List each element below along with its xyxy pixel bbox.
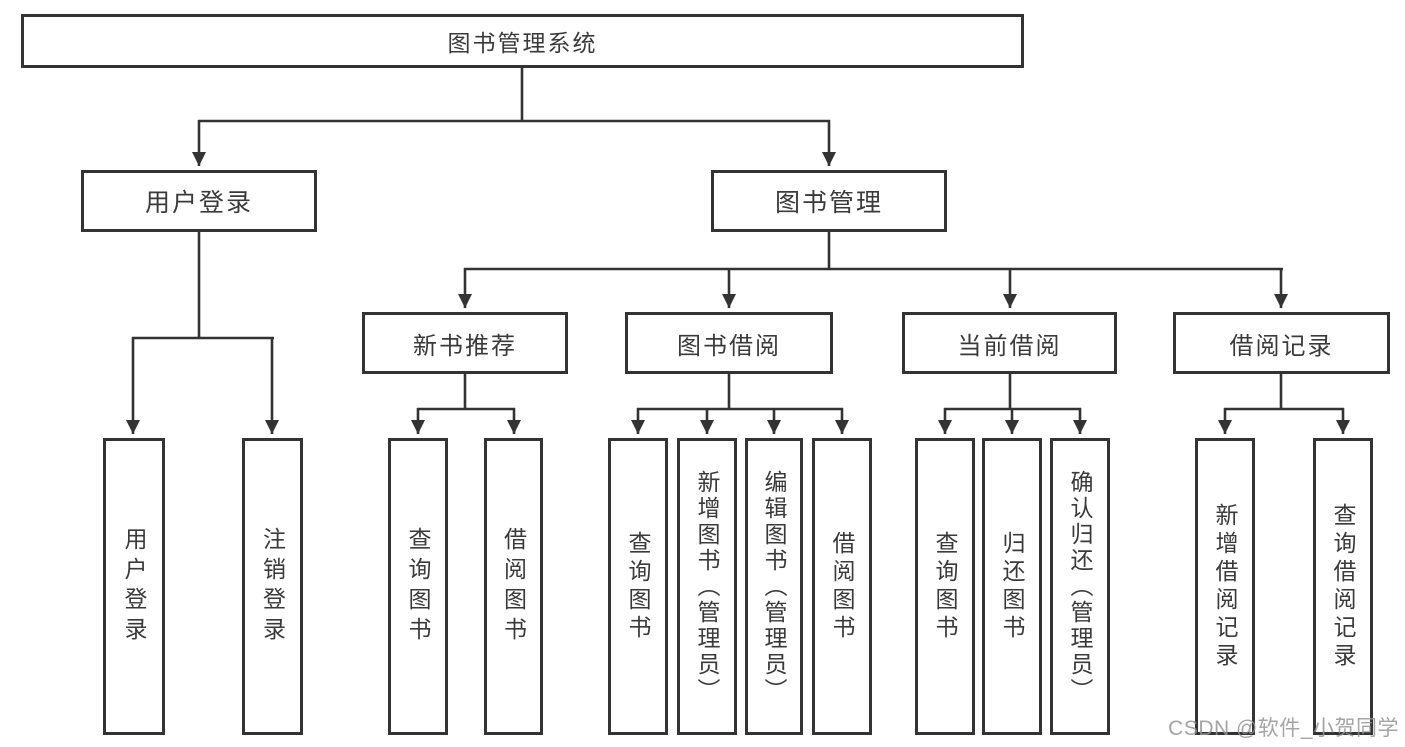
leaf-record-query-borrow-record: 查询借阅记录 <box>1313 438 1373 735</box>
node-book-borrow: 图书借阅 <box>625 312 833 374</box>
node-current-borrow: 当前借阅 <box>902 312 1117 374</box>
leaf-user-login: 用户登录 <box>103 438 165 735</box>
leaf-record-add-borrow-record: 新增借阅记录 <box>1195 438 1255 735</box>
node-book-management-system: 图书管理系统 <box>21 14 1024 68</box>
leaf-current-return-books: 归还图书 <box>982 438 1042 735</box>
node-new-book-recommend: 新书推荐 <box>362 312 568 374</box>
node-borrow-record: 借阅记录 <box>1173 312 1390 374</box>
leaf-borrow-query-books: 查询图书 <box>608 438 668 735</box>
leaf-newbook-borrow-books: 借阅图书 <box>484 438 543 735</box>
node-user-login: 用户登录 <box>81 170 317 232</box>
node-book-management: 图书管理 <box>711 170 947 232</box>
leaf-newbook-query-books: 查询图书 <box>388 438 448 735</box>
leaf-borrow-borrow-books: 借阅图书 <box>812 438 872 735</box>
leaf-logout: 注销登录 <box>242 438 303 735</box>
leaf-current-confirm-return-admin: 确认归还（管理员） <box>1050 438 1110 735</box>
leaf-current-query-books: 查询图书 <box>915 438 975 735</box>
leaf-borrow-edit-books-admin: 编辑图书（管理员） <box>745 438 803 735</box>
leaf-borrow-add-books-admin: 新增图书（管理员） <box>677 438 737 735</box>
